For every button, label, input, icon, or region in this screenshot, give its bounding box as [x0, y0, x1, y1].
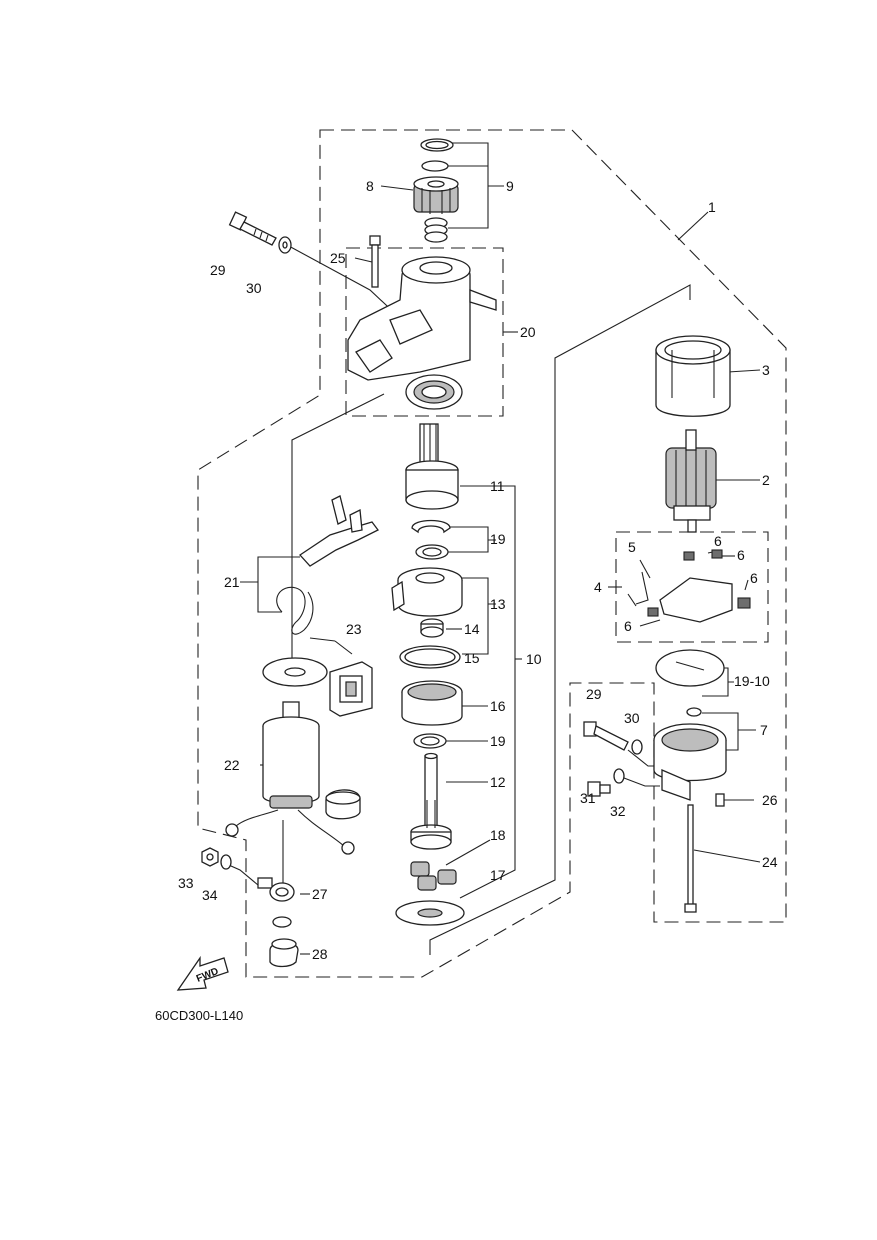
- callout-9: 9: [506, 178, 514, 194]
- shift-lever: [299, 495, 379, 567]
- callout-12: 12: [490, 774, 506, 790]
- callout-31: 31: [580, 790, 596, 806]
- callout-30-upper: 30: [246, 280, 262, 296]
- callout-13: 13: [490, 596, 506, 612]
- gear-cover-plate: [395, 900, 465, 926]
- callout-2: 2: [762, 472, 770, 488]
- callout-19-upper: 19: [490, 531, 506, 547]
- small-screw: [715, 793, 725, 807]
- planetary-housing: [391, 567, 463, 617]
- bolt-upper: [228, 211, 277, 246]
- drive-clutch: [405, 423, 459, 510]
- callout-32: 32: [610, 803, 626, 819]
- washer-upper: [278, 236, 292, 254]
- callout-6-a: 6: [714, 533, 722, 549]
- bolt-right: [583, 721, 629, 751]
- bushing: [420, 618, 444, 638]
- callout-27: 27: [312, 886, 328, 902]
- callout-4: 4: [594, 579, 602, 595]
- armature: [665, 429, 717, 533]
- callout-33: 33: [178, 875, 194, 891]
- callout-15: 15: [464, 650, 480, 666]
- fwd-arrow-icon: FWD: [176, 955, 229, 991]
- callout-17: 17: [490, 867, 506, 883]
- front-housing: [347, 256, 497, 381]
- washer-short: [613, 768, 625, 784]
- starter-motor-assembly-outline: [197, 129, 787, 978]
- callout-6-b: 6: [737, 547, 745, 563]
- callout-14: 14: [464, 621, 480, 637]
- callout-18: 18: [490, 827, 506, 843]
- callout-19-middle: 19: [490, 733, 506, 749]
- callout-20: 20: [520, 324, 536, 340]
- bolt-short: [587, 781, 611, 797]
- stopper-ring-set: [420, 138, 454, 243]
- callout-8: 8: [366, 178, 374, 194]
- callout-6-d: 6: [624, 618, 632, 634]
- o-ring-small: [686, 707, 702, 717]
- callout-28: 28: [312, 946, 328, 962]
- rear-end-cover: [653, 723, 727, 801]
- callout-22: 22: [224, 757, 240, 773]
- washer-small: [220, 854, 232, 870]
- brush-holder-group-outline: [615, 531, 769, 643]
- callout-16: 16: [490, 698, 506, 714]
- solenoid-cap: [325, 789, 361, 820]
- callout-24: 24: [762, 854, 778, 870]
- pinion-gear: [413, 176, 459, 214]
- diagram-code: 60CD300-L140: [155, 1008, 243, 1023]
- leader-lines: [221, 142, 761, 955]
- brush-holder: [627, 549, 751, 623]
- callout-23: 23: [346, 621, 362, 637]
- terminal-bolt: [257, 877, 295, 902]
- terminal-cover: [269, 916, 299, 968]
- internal-gear: [401, 680, 463, 726]
- nut: [201, 847, 219, 867]
- starter-solenoid: [225, 701, 355, 855]
- small-bolt: [369, 235, 381, 288]
- rear-plate: [655, 649, 725, 687]
- grommet-plate: [262, 657, 328, 687]
- lever-spring: [276, 586, 314, 635]
- through-bolt: [684, 804, 697, 913]
- planetary-gears: [410, 861, 457, 891]
- thrust-washer-upper: [415, 544, 449, 560]
- washer-right: [631, 739, 643, 755]
- callout-1: 1: [708, 199, 716, 215]
- stop-clip-upper: [411, 519, 451, 534]
- callout-10: 10: [526, 651, 542, 667]
- callout-11: 11: [490, 478, 505, 494]
- grommet: [329, 661, 373, 717]
- front-bearing: [405, 374, 463, 410]
- assembly-boundaries: [197, 129, 787, 978]
- thrust-washer-middle: [413, 733, 447, 749]
- callout-29-right: 29: [586, 686, 602, 702]
- callout-25: 25: [330, 250, 346, 266]
- yoke: [655, 335, 731, 417]
- callout-5: 5: [628, 539, 636, 555]
- callout-30-right: 30: [624, 710, 640, 726]
- callout-7: 7: [760, 722, 768, 738]
- callout-21: 21: [224, 574, 240, 590]
- front-housing-group-outline: [345, 247, 504, 417]
- callout-19-10: 19-10: [734, 673, 770, 689]
- callout-6-c: 6: [750, 570, 758, 586]
- callout-3: 3: [762, 362, 770, 378]
- callout-numbers: 1 9 8 29 30 25 20 3 2 11 19 5 6 6 6 6 4 …: [178, 178, 778, 962]
- callout-29-upper: 29: [210, 262, 226, 278]
- planetary-shaft: [410, 752, 452, 850]
- callout-34: 34: [202, 887, 218, 903]
- ring-gasket: [399, 645, 461, 669]
- callout-26: 26: [762, 792, 778, 808]
